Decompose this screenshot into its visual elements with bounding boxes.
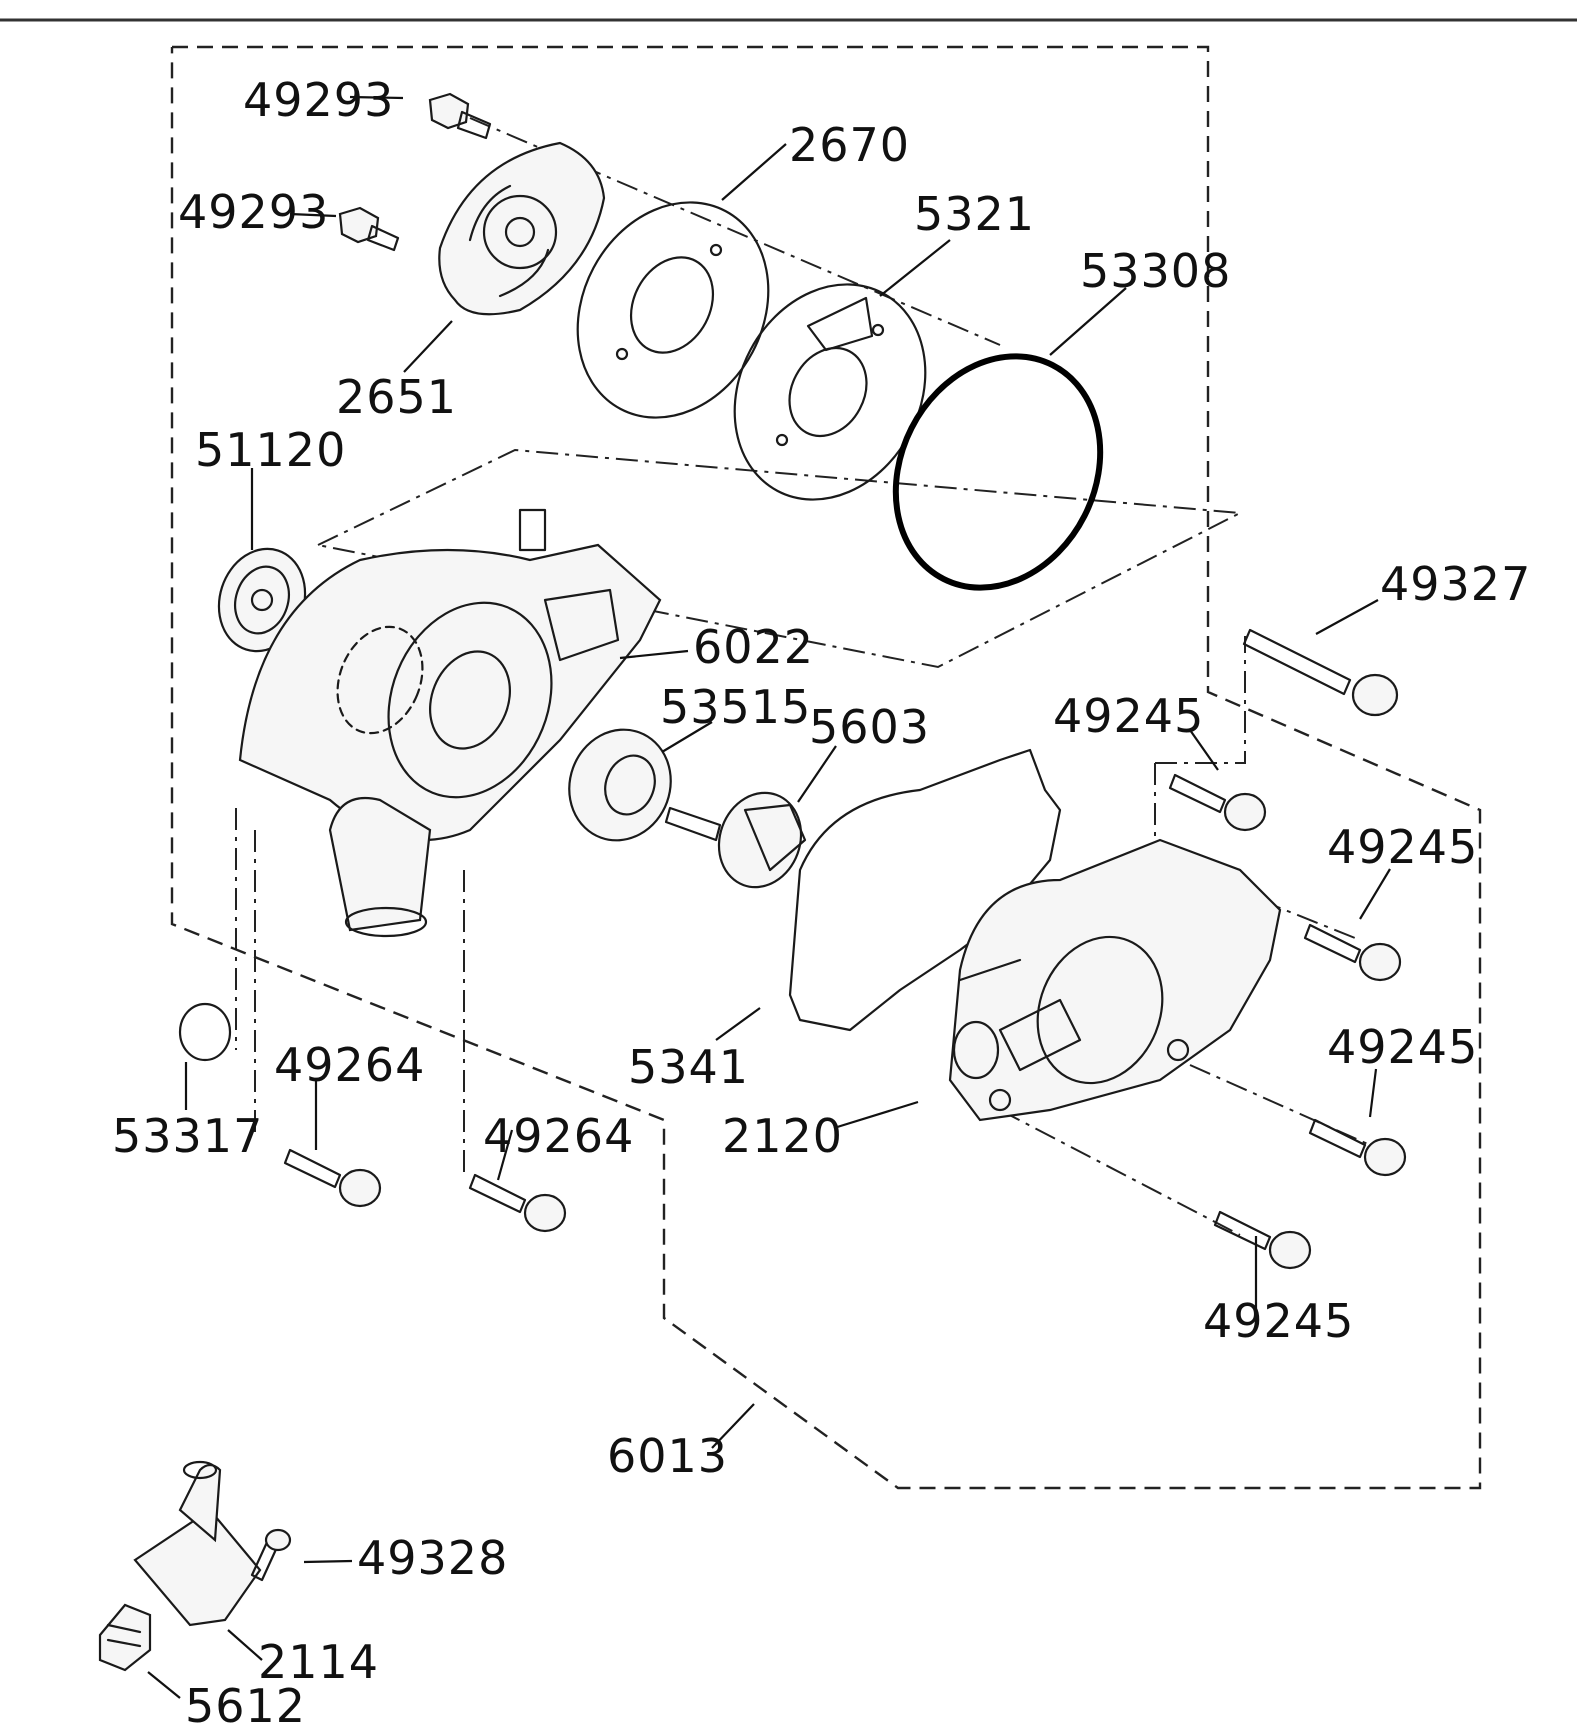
callout-49293-mid: 49293 <box>178 185 329 239</box>
callout-49264-a: 49264 <box>274 1038 425 1092</box>
callout-53317: 53317 <box>112 1109 263 1163</box>
leader-53308 <box>1049 287 1127 356</box>
leader-49245a <box>1189 729 1219 771</box>
callout-53515: 53515 <box>660 680 811 734</box>
leader-49327 <box>1315 599 1379 635</box>
leader-49264b <box>496 1129 514 1181</box>
leader-2651 <box>403 320 453 373</box>
callout-51120: 51120 <box>195 423 346 477</box>
o-ring-53317 <box>178 1002 232 1062</box>
callout-5612: 5612 <box>185 1679 306 1728</box>
housing-boundary-6022 <box>314 448 1244 669</box>
leader-5321 <box>879 239 951 297</box>
pump-cover-2120 <box>948 838 1282 1122</box>
callout-2120: 2120 <box>722 1109 843 1163</box>
pump-housing-6022 <box>238 508 662 938</box>
callout-49264-b: 49264 <box>483 1109 634 1163</box>
bolt-49293-mid <box>338 206 400 252</box>
leader-5612 <box>147 1671 181 1699</box>
callout-49293-top: 49293 <box>243 73 394 127</box>
bolt-49328 <box>250 1528 292 1582</box>
bolt-49264-b <box>468 1173 567 1233</box>
bolt-49245-c <box>1308 1118 1407 1177</box>
callout-5341: 5341 <box>628 1040 749 1094</box>
bolt-49245-d <box>1213 1210 1312 1270</box>
axis-line-bolt-right-b <box>999 1109 1241 1236</box>
callout-5321: 5321 <box>914 187 1035 241</box>
leader-2670 <box>721 143 787 201</box>
leader-5341 <box>715 1007 761 1041</box>
gasket-2670 <box>576 201 770 419</box>
callout-53308: 53308 <box>1080 244 1231 298</box>
thermostat-5612 <box>98 1603 152 1672</box>
callout-2114: 2114 <box>258 1635 379 1689</box>
leader-53515 <box>661 721 713 753</box>
bolt-49245-a <box>1168 773 1267 832</box>
thermostat-housing-2114 <box>133 1460 262 1627</box>
callout-2651: 2651 <box>336 370 457 424</box>
cover-plate-2651 <box>438 141 606 316</box>
assembly-boundary-6013 <box>170 45 1482 1490</box>
cover-boundary <box>1155 636 1246 764</box>
plate-5321 <box>733 283 927 501</box>
leader-49245b <box>1359 868 1391 920</box>
bolt-49327 <box>1242 628 1399 717</box>
bearing-53515 <box>568 728 672 842</box>
callout-49245-b: 49245 <box>1327 820 1478 874</box>
leader-49293b <box>289 212 337 218</box>
leader-49293a <box>349 95 404 100</box>
callout-5603: 5603 <box>809 700 930 754</box>
callout-6013: 6013 <box>607 1429 728 1483</box>
leader-2114 <box>227 1629 263 1661</box>
leader-49245c <box>1368 1068 1378 1118</box>
leader-49328 <box>303 1559 353 1564</box>
o-ring-53308 <box>892 353 1104 591</box>
callout-6022: 6022 <box>693 620 814 674</box>
callout-49328: 49328 <box>357 1531 508 1585</box>
bolt-49245-b <box>1303 923 1402 982</box>
callout-2670: 2670 <box>789 118 910 172</box>
callout-49245-c: 49245 <box>1327 1020 1478 1074</box>
bolt-49264-a <box>283 1148 382 1208</box>
callout-49245-a: 49245 <box>1053 689 1204 743</box>
impeller-5603 <box>664 791 807 889</box>
leader-2120 <box>833 1100 919 1130</box>
bolt-49293-top <box>428 92 492 140</box>
callout-49245-d: 49245 <box>1203 1294 1354 1348</box>
leader-6013 <box>711 1403 755 1449</box>
callout-49327: 49327 <box>1380 557 1531 611</box>
leader-5603 <box>797 745 837 803</box>
leader-6022 <box>619 649 689 660</box>
